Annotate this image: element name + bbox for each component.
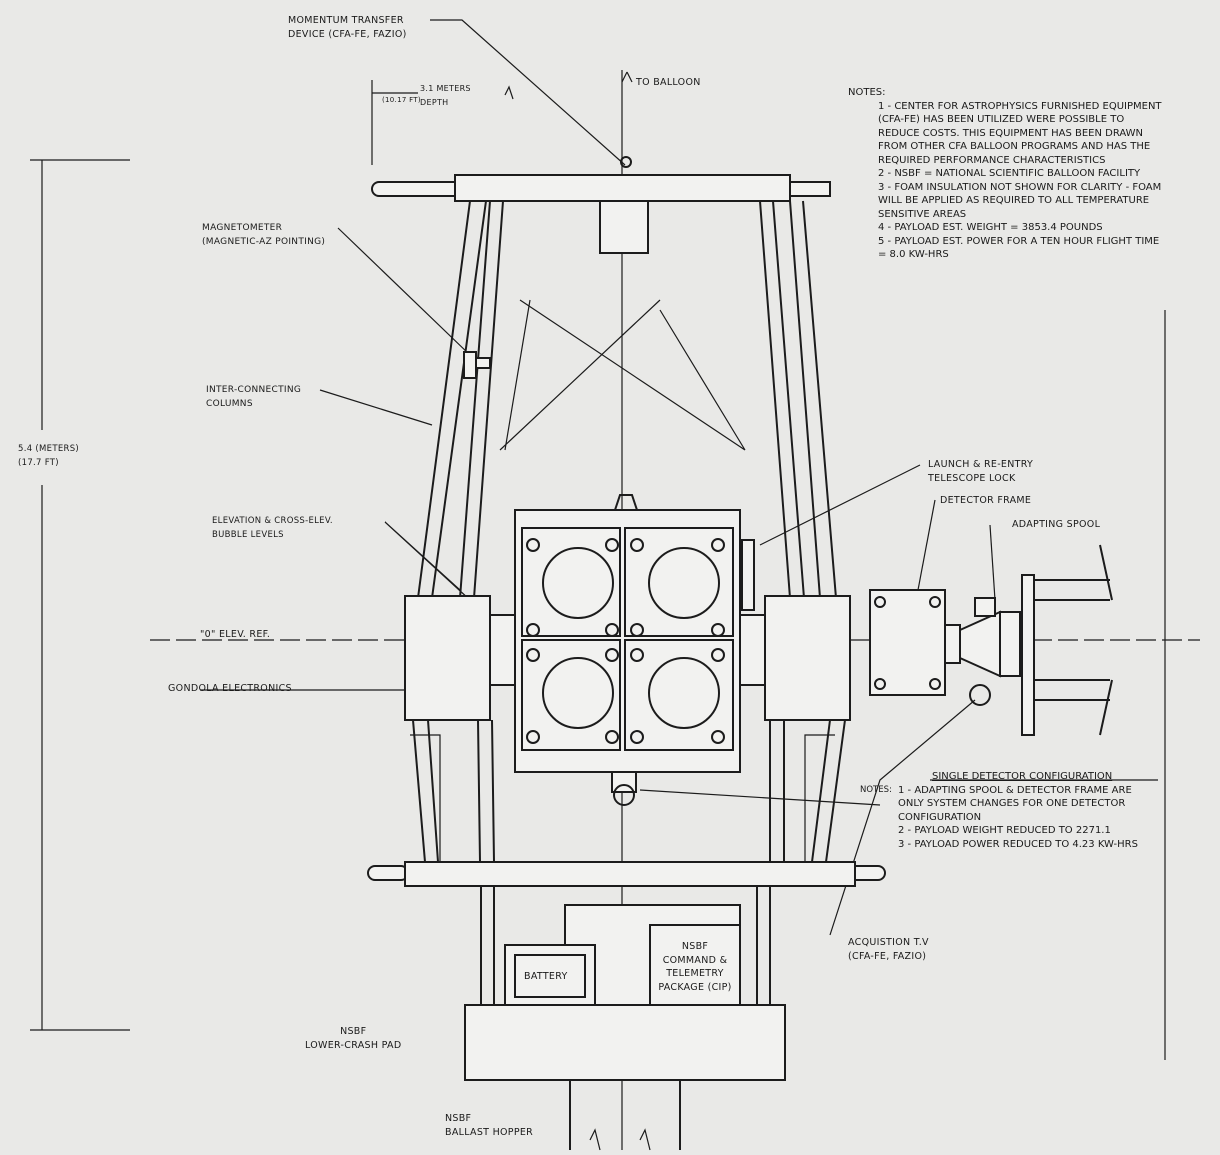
top-frame — [371, 156, 831, 254]
detector-array — [514, 494, 755, 806]
single-detector-note: 1 - Adapting spool & detector frame are … — [898, 784, 1132, 823]
notes-title: Notes: — [848, 87, 886, 98]
single-detector-title: Single Detector Configuration — [932, 771, 1113, 782]
single-detector-prefix: Notes: — [860, 784, 892, 795]
label-to-balloon: To balloon — [636, 77, 701, 88]
single-detector-note: 2 - Payload weight reduced to 2271.1 — [898, 825, 1111, 836]
note-item: 1 - Center for Astrophysics furnished eq… — [878, 100, 1162, 166]
note-item: 3 - Foam insulation not shown for clarit… — [878, 181, 1162, 220]
battery-inner — [514, 954, 586, 998]
nsbf-package-box — [649, 924, 741, 1006]
notes-block: Notes: 1 - Center for Astrophysics furni… — [848, 86, 1168, 262]
label-nsbf-package: NSBF command & telemetry package (CIP) — [658, 941, 732, 993]
height-dimension — [30, 159, 130, 1031]
label-depth-ft: (10.17 ft) — [382, 96, 421, 104]
right-yoke-block — [764, 595, 851, 721]
label-detector-frame: Detector frame — [940, 495, 1032, 506]
label-columns: Inter-connecting columns — [206, 385, 302, 409]
depth-dimension — [371, 80, 514, 165]
label-zero-elev: "0" elev. ref. — [200, 629, 271, 640]
left-bearing — [489, 614, 516, 686]
label-launch-lock: Launch & re-entry telescope lock — [928, 459, 1034, 484]
crash-pad — [464, 1004, 786, 1081]
ballast-hopper — [569, 1080, 681, 1150]
label-gondola-electronics: Gondola electronics — [168, 683, 292, 694]
interconnecting-columns — [410, 200, 846, 1005]
label-ballast-hopper: NSBF ballast hopper — [445, 1113, 534, 1138]
single-detector-configuration — [869, 544, 1113, 736]
label-height: 5.4 (meters) (17.7 ft) — [18, 444, 80, 468]
magnetometer — [463, 351, 491, 379]
label-adapting-spool: Adapting spool — [1012, 519, 1101, 530]
arrow-up-icon — [621, 71, 633, 83]
single-detector-note: 3 - Payload power reduced to 4.23 KW-hrs — [898, 838, 1138, 850]
label-momentum-transfer: Momentum transfer device (CFA-FE, Fazio) — [288, 15, 407, 40]
left-yoke-block — [404, 595, 491, 721]
single-detector-notes: Single Detector Configuration Notes: 1 -… — [860, 770, 1158, 851]
label-battery: Battery — [524, 971, 568, 982]
note-item: 4 - Payload est. weight = 3853.4 pounds — [878, 222, 1103, 233]
note-item: 5 - Payload est. power for a ten hour fl… — [878, 235, 1160, 261]
label-crash-pad: NSBF lower-crash pad — [305, 1026, 402, 1051]
bottom-frame — [367, 861, 886, 1006]
label-depth: 3.1 meters depth — [420, 84, 471, 107]
label-magnetometer: Magnetometer (magnetic-AZ pointing) — [202, 223, 326, 247]
note-item: 2 - NSBF = National Scientific Balloon F… — [878, 168, 1141, 179]
right-bearing — [739, 614, 766, 686]
label-acquisition-tv: Acquistion T.V (CFA-FE, Fazio) — [848, 937, 929, 962]
label-bubble-levels: Elevation & cross-elev. bubble levels — [212, 516, 333, 540]
